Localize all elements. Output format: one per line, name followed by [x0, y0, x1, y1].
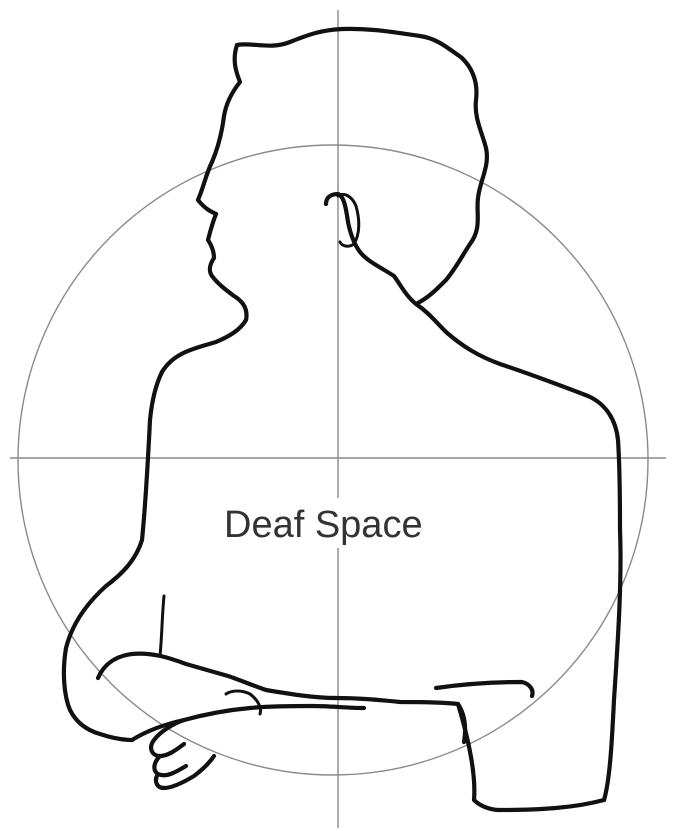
far-sleeve-cuff: [436, 682, 604, 810]
shoulder-line: [416, 304, 621, 800]
hand-fingers: [151, 720, 214, 788]
hair-front: [198, 45, 240, 214]
near-forearm-lower: [132, 706, 364, 740]
hair-outline: [237, 29, 487, 304]
thumb-line: [160, 596, 164, 656]
person-silhouette: [64, 29, 621, 810]
face-profile: [162, 214, 247, 372]
deaf-space-label: Deaf Space: [224, 504, 423, 546]
signing-space-circle: [18, 145, 648, 775]
